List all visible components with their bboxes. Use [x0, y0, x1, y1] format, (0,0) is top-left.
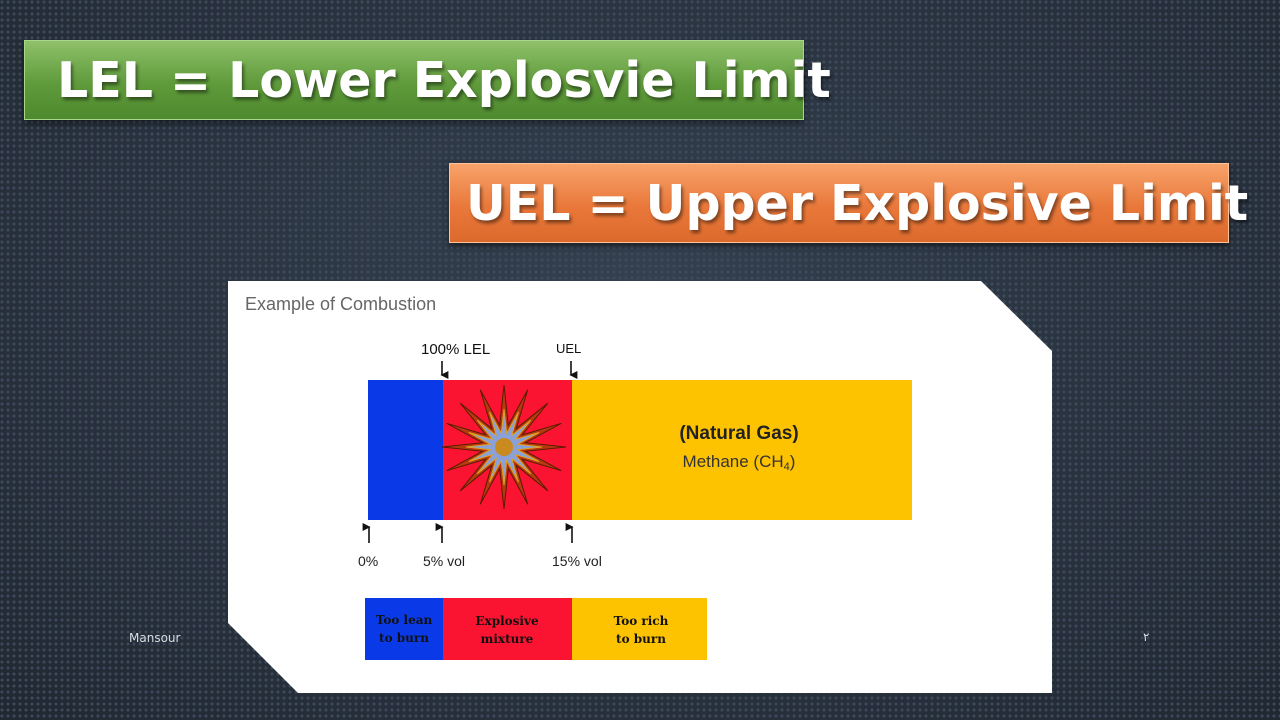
- legend-rich-line2: to burn: [616, 632, 666, 646]
- marker-lel-label: 100% LEL: [421, 341, 490, 358]
- explosion-star-icon: [441, 384, 567, 510]
- gas-name: (Natural Gas): [679, 423, 798, 444]
- legend-lean-line1: Too lean: [376, 613, 433, 627]
- legend-rich-line1: Too rich: [614, 614, 669, 628]
- legend-rich: [572, 598, 707, 660]
- gas-formula: Methane (CH4): [683, 452, 796, 473]
- footer-author: Mansour: [129, 631, 181, 645]
- lel-banner: LEL = Lower Explosvie Limit: [24, 40, 831, 120]
- tick-5-label: 5% vol: [423, 553, 465, 569]
- legend-lean-line2: to burn: [379, 631, 429, 645]
- uel-banner: UEL = Upper Explosive Limit: [449, 163, 1248, 243]
- lean-zone: [368, 380, 443, 520]
- tick-0-label: 0%: [358, 553, 378, 569]
- legend-explosive-line2: mixture: [481, 632, 534, 646]
- figure-title: Example of Combustion: [245, 294, 436, 314]
- legend-lean: [365, 598, 443, 660]
- tick-15-label: 15% vol: [552, 553, 602, 569]
- footer-page-number: ٢: [1143, 630, 1150, 644]
- rich-zone: [572, 380, 912, 520]
- legend-explosive-line1: Explosive: [475, 614, 539, 628]
- legend-explosive: [443, 598, 572, 660]
- marker-uel-label: UEL: [556, 341, 581, 356]
- combustion-diagram: Example of Combustion 100% LEL UEL (Natu…: [245, 294, 912, 660]
- combustion-figure: Example of Combustion 100% LEL UEL (Natu…: [228, 281, 1052, 693]
